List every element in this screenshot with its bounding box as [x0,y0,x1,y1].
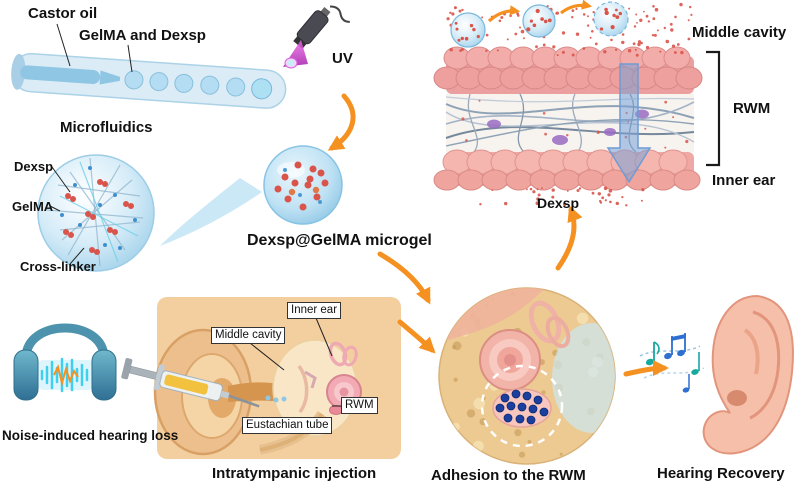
rwm-label: RWM [733,100,771,117]
diffusion-arrow [606,63,652,184]
rwm-bracket [706,50,721,167]
musical-notes-icon [639,333,705,393]
eustachian-tube-tag: Eustachian tube [242,417,333,434]
inner-ear-tag: Inner ear [287,302,342,319]
headphones-icon [13,323,117,401]
dexsp-release-label: Dexsp [537,195,580,211]
dashed-focus-circle [480,364,564,448]
noise-loss-label: Noise-induced hearing loss [2,428,179,443]
gelma-dexsp-label: GelMA and Dexsp [79,27,206,44]
dexsp-component-label: Dexsp [14,159,54,174]
uv-label: UV [332,50,353,67]
adhesion-label: Adhesion to the RWM [431,467,586,484]
gelma-component-label: GelMA [12,199,54,214]
microgel-title: Dexsp@GelMA microgel [247,232,432,249]
recovery-label: Hearing Recovery [657,465,785,482]
flow-arrows [327,93,669,377]
castor-oil-label: Castor oil [28,5,98,22]
rwm-cross-section [433,0,721,207]
swoosh-shape [160,178,262,246]
crosslinker-label: Cross-linker [20,259,96,274]
uv-lamp-icon [283,5,350,69]
rwm-tag: RWM [341,397,378,414]
released-microgel-spheres [450,1,629,48]
intratympanic-label: Intratympanic injection [212,465,377,482]
adhesion-scene [438,287,616,465]
middle-cavity-label: Middle cavity [692,24,787,41]
adhered-microgel-dots [495,389,549,425]
syringe-icon [121,358,260,408]
middle-cavity-tag: Middle cavity [211,327,286,344]
dexsp-gelma-microgel [263,145,343,225]
recovery-ear [702,294,794,455]
microfluidic-tube [11,52,287,109]
inner-ear-label: Inner ear [712,172,776,189]
microfluidics-label: Microfluidics [60,119,153,136]
microgel-structure-sphere [37,154,155,272]
